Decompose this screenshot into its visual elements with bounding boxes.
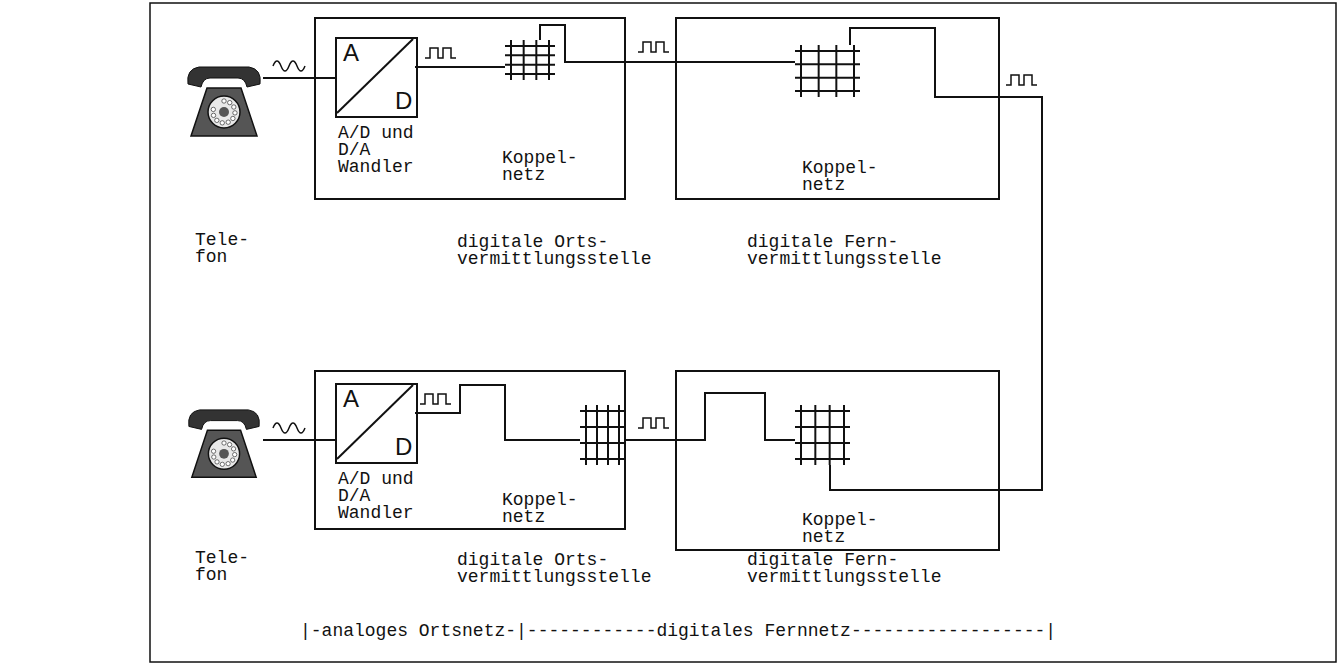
node-label: Koppel- netz — [802, 512, 892, 546]
node-label: Koppel- netz — [802, 160, 892, 194]
internal-wire — [415, 25, 626, 67]
telephone-icon — [185, 405, 263, 483]
node-label: Tele- fon — [195, 550, 263, 584]
node-label: digitale Fern- vermittlungsstelle — [747, 552, 955, 586]
internal-wire — [675, 393, 1000, 490]
internal-wire — [415, 385, 626, 440]
converter-box: ADA/D und D/A Wandler — [335, 383, 418, 464]
node-label: A/D und D/A Wandler — [338, 471, 428, 522]
node-label: Koppel- netz — [502, 492, 592, 526]
signal-line — [1000, 97, 1042, 490]
digital-pulse — [425, 48, 456, 58]
node-label: digitale Fern- vermittlungsstelle — [747, 234, 955, 268]
converter-diagonal — [337, 385, 413, 459]
signal-line — [263, 77, 335, 79]
network-range-label: |-analoges Ortsnetz-|------------digital… — [300, 622, 1056, 640]
digital-pulse — [638, 42, 669, 52]
telephone: Tele- fon — [185, 62, 263, 142]
digital-pulse — [1006, 75, 1037, 85]
converter-diagonal — [337, 39, 413, 113]
signal-line — [263, 439, 335, 441]
node-label: digitale Orts- vermittlungsstelle — [457, 552, 665, 586]
exchange-box: Koppel- netzdigitale Fern- vermittlungss… — [675, 17, 1000, 200]
converter-letter: D — [395, 435, 412, 459]
exchange-box: Koppel- netzdigitale Orts- vermittlungss… — [314, 17, 626, 200]
internal-wire — [675, 28, 1000, 97]
signal-line — [626, 439, 675, 441]
converter-letter: A — [343, 41, 359, 65]
converter-letter: A — [343, 387, 359, 411]
digital-pulse — [420, 394, 451, 404]
analog-wave — [273, 61, 305, 71]
telephone-icon — [185, 62, 263, 142]
exchange-box: Koppel- netzdigitale Orts- vermittlungss… — [314, 370, 626, 530]
node-label: A/D und D/A Wandler — [338, 125, 428, 176]
node-label: Koppel- netz — [502, 150, 592, 184]
exchange-box: Koppel- netzdigitale Fern- vermittlungss… — [675, 370, 1000, 551]
converter-letter: D — [395, 89, 412, 113]
signal-line — [626, 61, 675, 63]
node-label: Tele- fon — [195, 232, 263, 266]
converter-box: ADA/D und D/A Wandler — [335, 37, 418, 118]
outer-frame — [150, 3, 1336, 662]
digital-pulse — [638, 418, 669, 428]
analog-wave — [273, 423, 305, 433]
node-label: digitale Orts- vermittlungsstelle — [457, 234, 665, 268]
telephone: Tele- fon — [185, 405, 263, 483]
